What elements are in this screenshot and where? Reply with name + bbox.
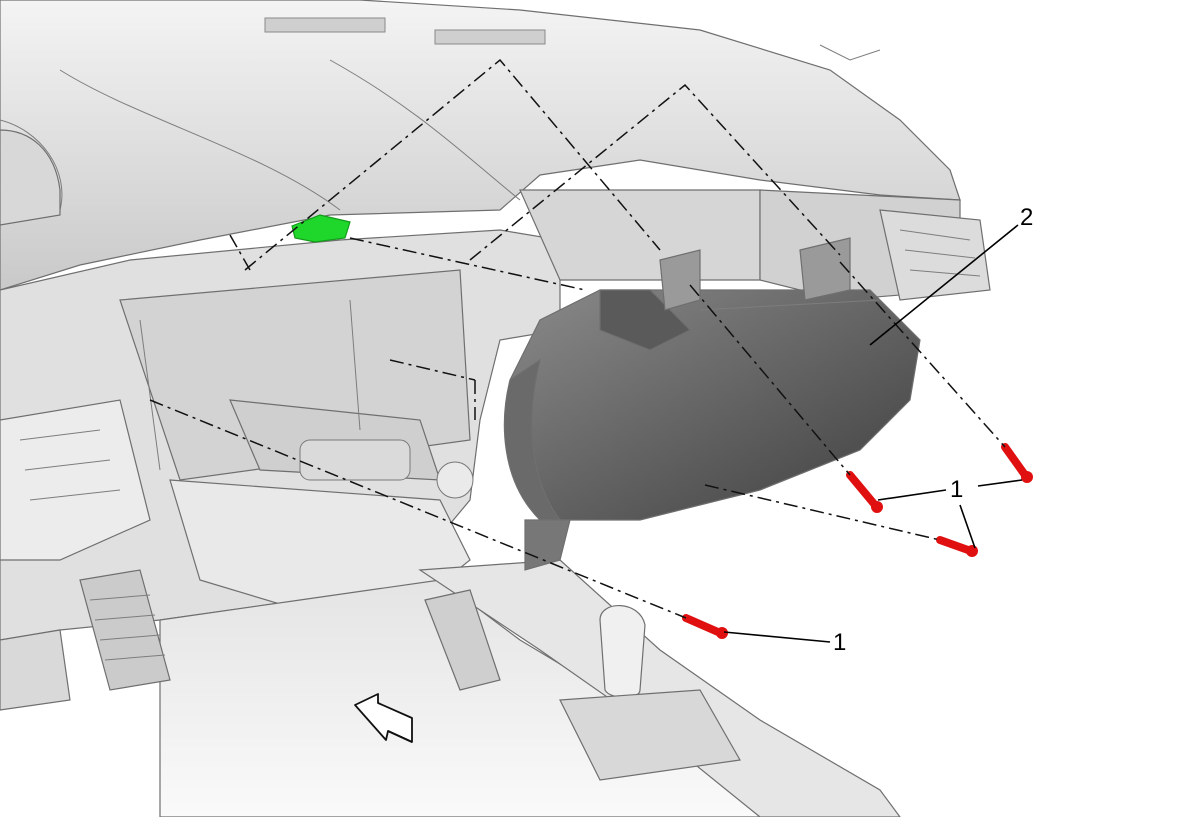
alignment-lines [149, 58, 1006, 619]
callout-2-label: 2 [1020, 204, 1033, 231]
center-console [0, 559, 901, 817]
callout-1-label: 1 [833, 629, 846, 656]
callout-leaders [723, 224, 1023, 643]
callout-1-label: 1 [950, 476, 963, 503]
instrument-panel-lower [0, 189, 991, 641]
fasteners [682, 443, 1033, 639]
fastener-screw-lower-left [682, 614, 728, 639]
forward-direction-arrow-icon [354, 693, 413, 743]
fastener-screw-top-right [1001, 443, 1033, 483]
instrument-panel-upper [0, 0, 961, 291]
instrument-cluster [503, 237, 921, 571]
retainer-clip [291, 214, 351, 243]
fastener-screw-top-center [846, 471, 883, 513]
clip-shape [291, 214, 351, 243]
